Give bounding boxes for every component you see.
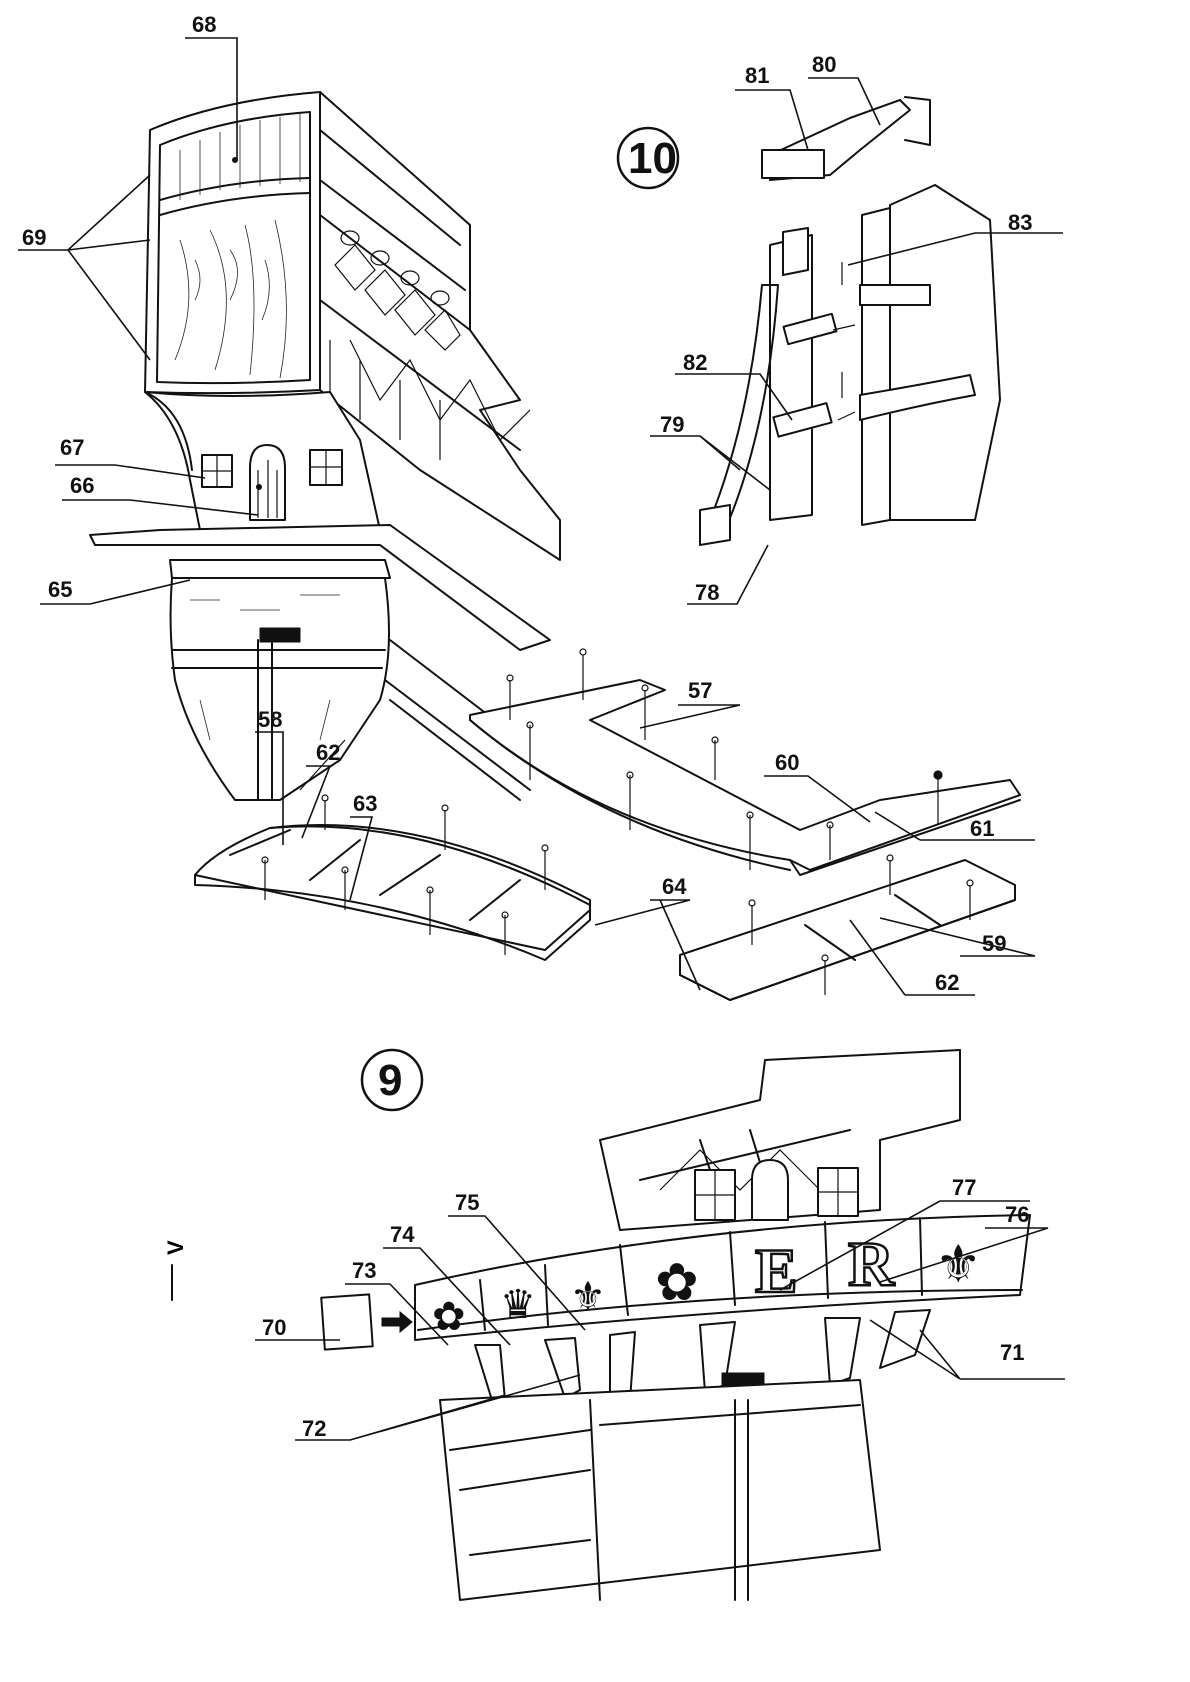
deck-platform	[89, 524, 551, 651]
crown-emblem-icon: ♛	[500, 1282, 536, 1328]
lower-stern-hull	[439, 1379, 881, 1601]
callout-73: 73	[352, 1258, 376, 1283]
callout-63: 63	[353, 791, 377, 816]
large-fleur-de-lis-emblem-icon: ⚜	[935, 1235, 982, 1295]
callout-71: 71	[1000, 1340, 1024, 1365]
gallery-side-panel	[319, 91, 561, 561]
carved-letter-e: E	[755, 1235, 798, 1306]
callout-69: 69	[22, 225, 46, 250]
figure-9-stern-transom: E R ✿ ♛ ⚜ ✿ ⚜	[320, 1048, 1031, 1601]
upper-gudgeon	[859, 284, 931, 306]
lower-pintle-strap	[772, 402, 833, 438]
straight-platform-top	[679, 859, 1016, 1001]
callout-57: 57	[688, 678, 712, 703]
rudder-port	[259, 627, 301, 643]
large-rose-emblem-icon: ✿	[655, 1253, 699, 1313]
figure-9-number: 9	[378, 1056, 402, 1105]
callout-72: 72	[302, 1416, 326, 1441]
callout-75: 75	[455, 1190, 479, 1215]
callout-66: 66	[70, 473, 94, 498]
stern-hull	[169, 577, 390, 801]
callout-64: 64	[662, 874, 687, 899]
sternpost-planking	[889, 184, 1001, 521]
figure-10-badge	[616, 126, 680, 190]
lower-gudgeon	[859, 374, 976, 421]
tiller-box	[761, 149, 825, 179]
callout-79: 79	[660, 412, 684, 437]
bracket	[824, 1317, 861, 1386]
figure-9-badge	[360, 1048, 424, 1112]
callouts: 10 9 68 69 67 66 65 58 62 63 57 60 61	[18, 12, 1065, 1441]
callout-82: 82	[683, 350, 707, 375]
callout-70: 70	[262, 1315, 286, 1340]
upper-stern-structure	[599, 1049, 961, 1231]
bracket	[544, 1337, 581, 1399]
callout-68: 68	[192, 12, 216, 37]
stern-gallery-assembly	[89, 91, 561, 801]
gallery-front-panel	[144, 91, 321, 395]
arrow-right-icon	[381, 1310, 413, 1334]
figure-10-number: 10	[628, 134, 677, 183]
figure-10-rudder	[616, 96, 1001, 546]
callout-80: 80	[812, 52, 836, 77]
callout-61: 61	[970, 816, 994, 841]
margin-mark: V	[163, 1240, 188, 1255]
callout-58: 58	[258, 707, 282, 732]
moulding-strip	[169, 559, 391, 579]
curved-platform-top	[194, 824, 591, 961]
transom-rail	[414, 1214, 1031, 1341]
callout-78: 78	[695, 580, 719, 605]
callout-60: 60	[775, 750, 799, 775]
callout-76: 76	[1005, 1202, 1029, 1227]
callout-67: 67	[60, 435, 84, 460]
callout-62-upper: 62	[316, 740, 340, 765]
callout-62-lower: 62	[935, 970, 959, 995]
callout-83: 83	[1008, 210, 1032, 235]
rose-emblem-icon: ✿	[432, 1294, 466, 1340]
bracket	[879, 1309, 931, 1369]
callout-65: 65	[48, 577, 72, 602]
upper-pintle-strap	[782, 312, 838, 346]
curved-platform	[194, 794, 591, 961]
straight-platform	[679, 854, 1016, 1001]
callout-81: 81	[745, 63, 769, 88]
callout-77: 77	[952, 1175, 976, 1200]
rudder-stock	[769, 234, 813, 521]
l-platform	[469, 648, 1021, 876]
callout-74: 74	[390, 1222, 415, 1247]
fleur-de-lis-emblem-icon: ⚜	[570, 1274, 606, 1320]
part-70-panel	[320, 1293, 374, 1351]
